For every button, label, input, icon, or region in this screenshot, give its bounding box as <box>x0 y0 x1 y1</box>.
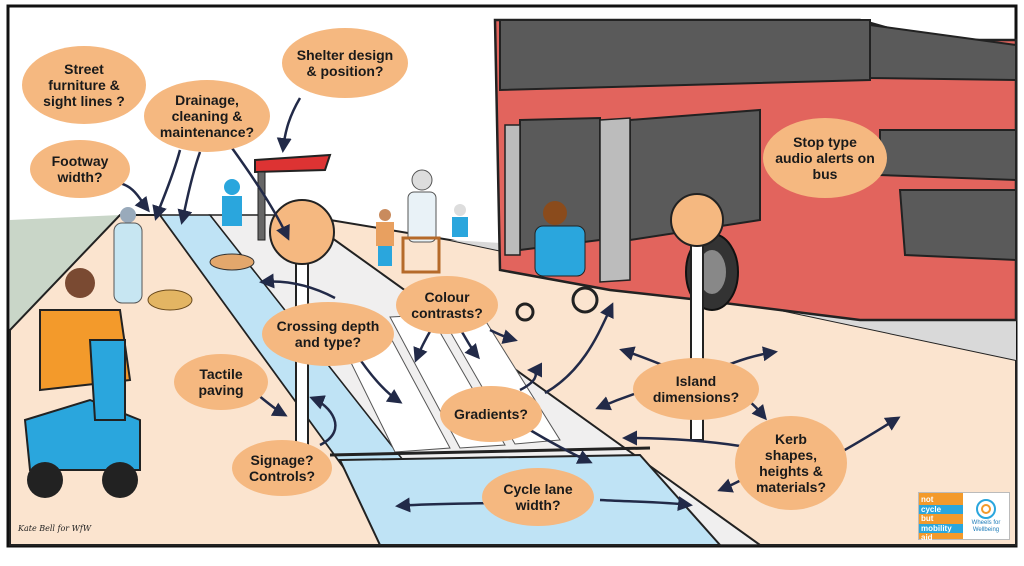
bubble-gradients: Gradients? <box>440 386 542 442</box>
logo-line-3: but <box>921 514 934 523</box>
bubble-shelter-design: Shelter design & position? <box>282 28 408 98</box>
bubble-street-furniture: Street furniture & sight lines ? <box>22 46 146 124</box>
logo-line-5: aid <box>921 533 933 542</box>
bubble-stop-type: Stop type audio alerts on bus <box>763 118 887 198</box>
bubble-kerb-shapes: Kerb shapes, heights & materials? <box>735 416 847 510</box>
logo-wheel-block: Wheels for Wellbeing <box>963 493 1009 539</box>
logo-line-4: mobility <box>919 524 963 533</box>
bubble-crossing-depth: Crossing depth and type? <box>262 302 394 366</box>
bubble-cycle-lane-width: Cycle lane width? <box>482 468 594 526</box>
bubble-colour-contrasts: Colour contrasts? <box>396 276 498 334</box>
bubble-island-dimensions: Island dimensions? <box>633 358 759 420</box>
bubble-footway-width: Footway width? <box>30 140 130 198</box>
scooter-rider-illustration <box>23 268 141 498</box>
people-illustration <box>113 169 599 322</box>
logo-line-1: not <box>921 495 934 504</box>
bus-illustration <box>493 18 1018 322</box>
wheel-icon <box>976 499 996 519</box>
logo-line-2: cycle <box>919 505 963 514</box>
logo-text-block: not cycle but mobility aid <box>919 493 963 542</box>
bubble-tactile-paving: Tactile paving <box>174 354 268 410</box>
bubble-signage-controls: Signage? Controls? <box>232 440 332 496</box>
logo-right-line-1: Wheels for <box>971 520 1001 526</box>
logo-right-line-2: Wellbeing <box>972 527 1000 533</box>
bubble-drainage: Drainage, cleaning & maintenance? <box>144 80 270 152</box>
wheels-for-wellbeing-logo: not cycle but mobility aid Wheels for We… <box>918 492 1010 542</box>
artist-signature: Kate Bell for WfW <box>18 524 92 533</box>
